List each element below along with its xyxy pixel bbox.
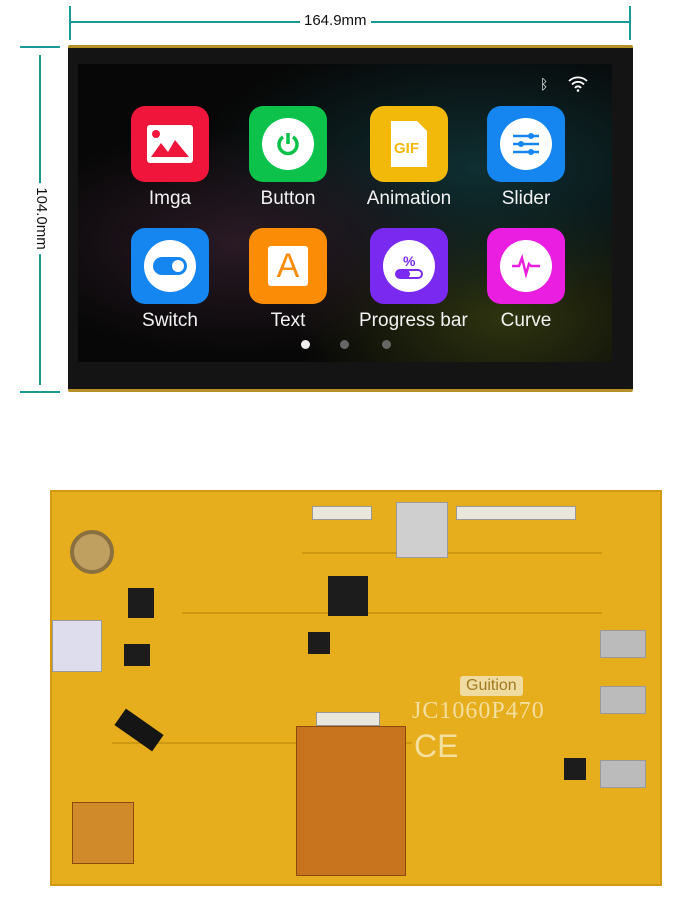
width-label: 164.9mm <box>300 12 371 29</box>
progress-icon: % <box>395 253 423 279</box>
bluetooth-icon: ᛒ <box>540 76 549 92</box>
image-icon <box>147 125 193 163</box>
pulse-icon <box>512 254 540 278</box>
svg-text:GIF: GIF <box>394 140 419 157</box>
power-icon <box>277 133 299 156</box>
text-icon: A <box>268 246 308 286</box>
gif-icon: GIF <box>391 121 427 167</box>
pcb-back: Guition JC1060P470 CE <box>50 490 662 886</box>
app-imga[interactable]: Imga <box>120 106 220 210</box>
wifi-icon <box>568 76 588 92</box>
dimension-tick <box>20 46 60 48</box>
model-number: JC1060P470 <box>412 698 545 724</box>
sliders-icon <box>513 133 539 155</box>
page-dot[interactable] <box>340 340 349 349</box>
page-dot[interactable] <box>382 340 391 349</box>
page-dot-active[interactable] <box>301 340 310 349</box>
app-switch[interactable]: Switch <box>120 228 220 332</box>
app-slider[interactable]: Slider <box>476 106 576 210</box>
main-chip <box>328 576 368 616</box>
ce-mark: CE <box>414 728 459 764</box>
dimension-tick <box>20 391 60 393</box>
app-curve[interactable]: Curve <box>476 228 576 332</box>
flex-cable <box>296 726 406 876</box>
app-progress-bar[interactable]: %Progress bar <box>359 228 468 332</box>
brand-logo: Guition <box>460 676 523 696</box>
app-button[interactable]: Button <box>238 106 338 210</box>
dimension-tick <box>69 6 71 40</box>
svg-text:%: % <box>403 253 416 269</box>
height-label: 104.0mm <box>32 183 50 254</box>
dimension-tick <box>629 6 631 40</box>
toggle-icon <box>153 257 187 275</box>
coin-cell-holder <box>70 530 114 574</box>
